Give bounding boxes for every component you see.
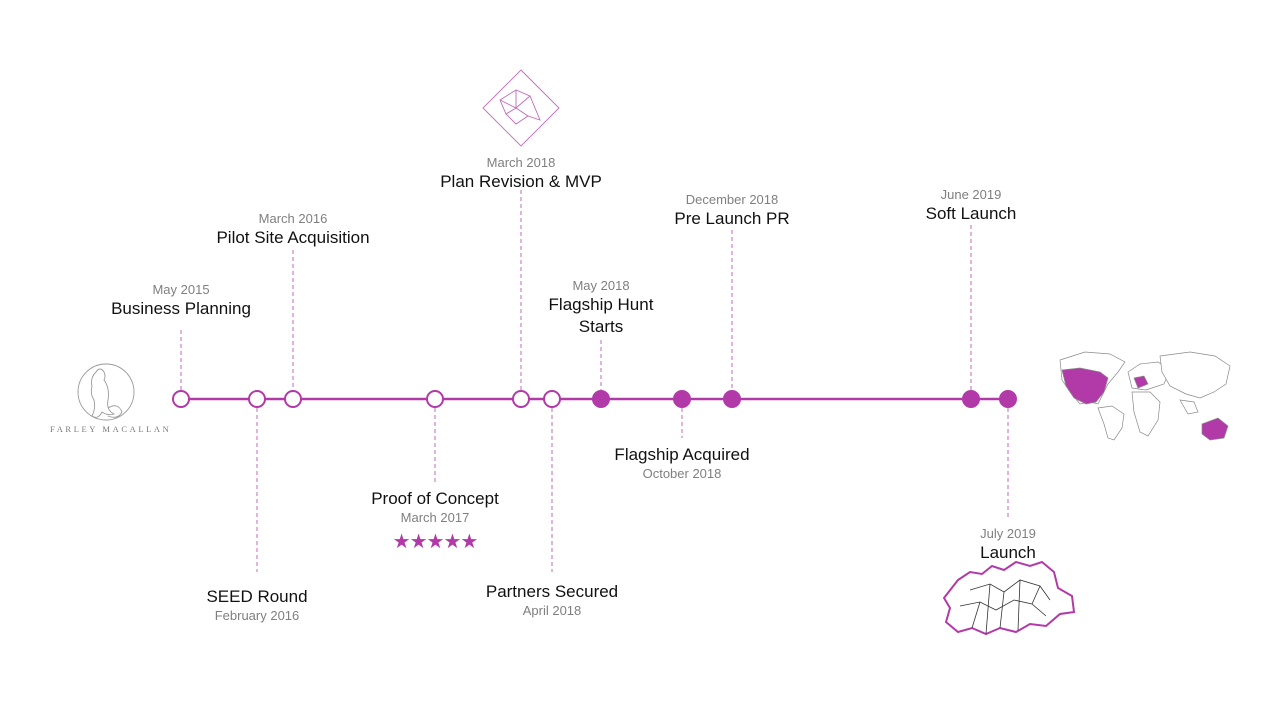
milestone-title: Pre Launch PR xyxy=(674,209,790,228)
node-business-planning xyxy=(172,390,190,408)
world-map-icon xyxy=(1059,351,1231,441)
milestone-title: Launch xyxy=(980,543,1036,562)
geometric-fox-diamond-icon xyxy=(482,69,560,147)
milestone-title: Soft Launch xyxy=(925,204,1017,223)
node-plan-revision-mvp xyxy=(512,390,530,408)
node-flagship-hunt-starts xyxy=(592,390,610,408)
fox-logo-icon xyxy=(77,363,135,421)
milestone-title: Partners Secured xyxy=(485,582,619,601)
milestone-title: SEED Round xyxy=(206,587,308,606)
region-map-icon xyxy=(942,560,1076,636)
milestone-title: Pilot Site Acquisition xyxy=(216,228,370,247)
milestone-date: March 2018 xyxy=(486,155,556,170)
milestone-date: July 2019 xyxy=(980,526,1036,541)
milestone-title: Proof of Concept xyxy=(371,489,499,508)
milestone-date: March 2016 xyxy=(258,211,328,226)
milestone-date: May 2018 xyxy=(572,278,630,293)
brand-name: FARLEY MACALLAN xyxy=(50,424,172,434)
milestone-date: October 2018 xyxy=(642,466,722,481)
node-launch xyxy=(999,390,1017,408)
node-partners-secured xyxy=(543,390,561,408)
node-seed-round xyxy=(248,390,266,408)
node-soft-launch xyxy=(962,390,980,408)
star-icon: ★★★★★ xyxy=(392,531,479,553)
milestone-date: March 2017 xyxy=(400,510,470,525)
node-proof-of-concept xyxy=(426,390,444,408)
node-pre-launch-pr xyxy=(723,390,741,408)
milestone-title: Flagship Hunt Starts xyxy=(548,295,654,336)
node-flagship-acquired xyxy=(673,390,691,408)
milestone-date: February 2016 xyxy=(214,608,300,623)
milestone-date: April 2018 xyxy=(522,603,582,618)
milestone-title: Plan Revision & MVP xyxy=(440,172,602,191)
milestone-date: May 2015 xyxy=(152,282,210,297)
milestone-date: December 2018 xyxy=(685,192,779,207)
milestone-title: Flagship Acquired xyxy=(614,445,750,464)
node-pilot-site-acquisition xyxy=(284,390,302,408)
milestone-title: Business Planning xyxy=(111,299,251,318)
milestone-date: June 2019 xyxy=(940,187,1002,202)
